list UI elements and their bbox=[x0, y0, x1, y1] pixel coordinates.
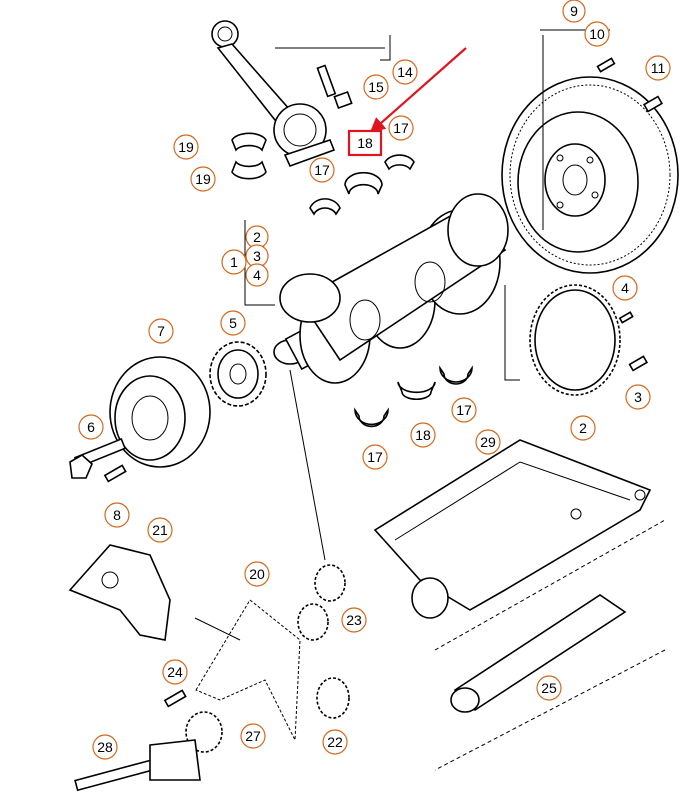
vibration-damper bbox=[69, 356, 211, 479]
svg-text:4: 4 bbox=[253, 267, 261, 283]
small-fasteners bbox=[103, 57, 664, 708]
callout-20: 20 bbox=[244, 561, 270, 587]
svg-text:17: 17 bbox=[367, 449, 383, 465]
thrust-washers bbox=[309, 154, 473, 428]
callout-4b: 4 bbox=[612, 275, 638, 301]
callout-21: 21 bbox=[147, 517, 173, 543]
callout-17a: 17 bbox=[388, 115, 414, 141]
svg-text:4: 4 bbox=[621, 280, 629, 296]
highlight-arrow bbox=[369, 47, 467, 134]
callout-18b: 18 bbox=[410, 422, 436, 448]
callout-3b: 3 bbox=[625, 384, 651, 410]
callout-23: 23 bbox=[341, 607, 367, 633]
callout-5: 5 bbox=[220, 310, 246, 336]
callout-29: 29 bbox=[475, 429, 501, 455]
conrod-bolt bbox=[316, 64, 353, 110]
svg-text:2: 2 bbox=[253, 229, 261, 245]
callout-17b: 17 bbox=[309, 157, 335, 183]
svg-text:5: 5 bbox=[229, 315, 237, 331]
callout-17d: 17 bbox=[362, 444, 388, 470]
callout-24: 24 bbox=[162, 659, 188, 685]
svg-text:3: 3 bbox=[253, 248, 261, 264]
svg-text:18: 18 bbox=[415, 427, 431, 443]
svg-text:23: 23 bbox=[346, 612, 362, 628]
callout-2b: 2 bbox=[570, 415, 596, 441]
balance-shaft bbox=[434, 519, 666, 771]
callout-9: 9 bbox=[562, 0, 586, 23]
callout-19a: 19 bbox=[173, 134, 199, 160]
svg-text:17: 17 bbox=[314, 162, 330, 178]
svg-text:29: 29 bbox=[480, 434, 496, 450]
callout-8: 8 bbox=[104, 502, 130, 528]
bearing-shells-19 bbox=[231, 132, 267, 180]
callout-7: 7 bbox=[148, 318, 174, 344]
callout-28: 28 bbox=[92, 734, 118, 760]
callout-1: 1 bbox=[221, 249, 247, 275]
svg-text:19: 19 bbox=[178, 139, 194, 155]
balance-shaft-housing bbox=[373, 439, 652, 619]
svg-text:17: 17 bbox=[393, 120, 409, 136]
svg-text:21: 21 bbox=[152, 522, 168, 538]
callout-27: 27 bbox=[240, 723, 266, 749]
svg-text:6: 6 bbox=[87, 419, 95, 435]
svg-text:14: 14 bbox=[397, 64, 413, 80]
callout-4: 4 bbox=[245, 263, 269, 287]
svg-text:8: 8 bbox=[113, 507, 121, 523]
svg-text:17: 17 bbox=[456, 402, 472, 418]
svg-text:24: 24 bbox=[167, 664, 183, 680]
chain-tensioner bbox=[68, 544, 171, 641]
callout-25: 25 bbox=[536, 675, 562, 701]
flywheel bbox=[501, 76, 679, 274]
svg-text:28: 28 bbox=[97, 739, 113, 755]
callout-2: 2 bbox=[245, 225, 269, 249]
svg-text:18: 18 bbox=[357, 135, 373, 151]
svg-text:7: 7 bbox=[157, 323, 165, 339]
crankshaft-sprocket bbox=[209, 341, 267, 407]
svg-text:11: 11 bbox=[651, 60, 666, 76]
svg-text:22: 22 bbox=[327, 734, 343, 750]
callout-6: 6 bbox=[78, 414, 104, 440]
svg-text:20: 20 bbox=[249, 566, 265, 582]
connecting-rod bbox=[211, 20, 336, 168]
callout-10: 10 bbox=[584, 21, 610, 47]
svg-text:2: 2 bbox=[579, 420, 587, 436]
svg-text:27: 27 bbox=[245, 728, 261, 744]
leader-lines bbox=[194, 29, 610, 641]
callout-17c: 17 bbox=[451, 397, 477, 423]
callout-22: 22 bbox=[322, 729, 348, 755]
svg-text:1: 1 bbox=[230, 254, 238, 270]
svg-text:9: 9 bbox=[570, 3, 578, 19]
callout-11: 11 bbox=[645, 55, 671, 81]
callout-18-highlighted: 18 bbox=[347, 129, 383, 157]
callout-14: 14 bbox=[392, 59, 418, 85]
callout-19b: 19 bbox=[190, 166, 216, 192]
crankshaft bbox=[273, 193, 509, 384]
sprockets bbox=[185, 564, 350, 753]
svg-text:19: 19 bbox=[195, 171, 211, 187]
guide-rail bbox=[74, 739, 201, 792]
callout-15: 15 bbox=[363, 74, 389, 100]
svg-text:3: 3 bbox=[634, 389, 642, 405]
svg-text:25: 25 bbox=[541, 680, 557, 696]
svg-text:10: 10 bbox=[589, 26, 605, 42]
drive-chain bbox=[195, 599, 301, 742]
svg-text:15: 15 bbox=[368, 79, 384, 95]
sender-wheel bbox=[529, 284, 621, 396]
